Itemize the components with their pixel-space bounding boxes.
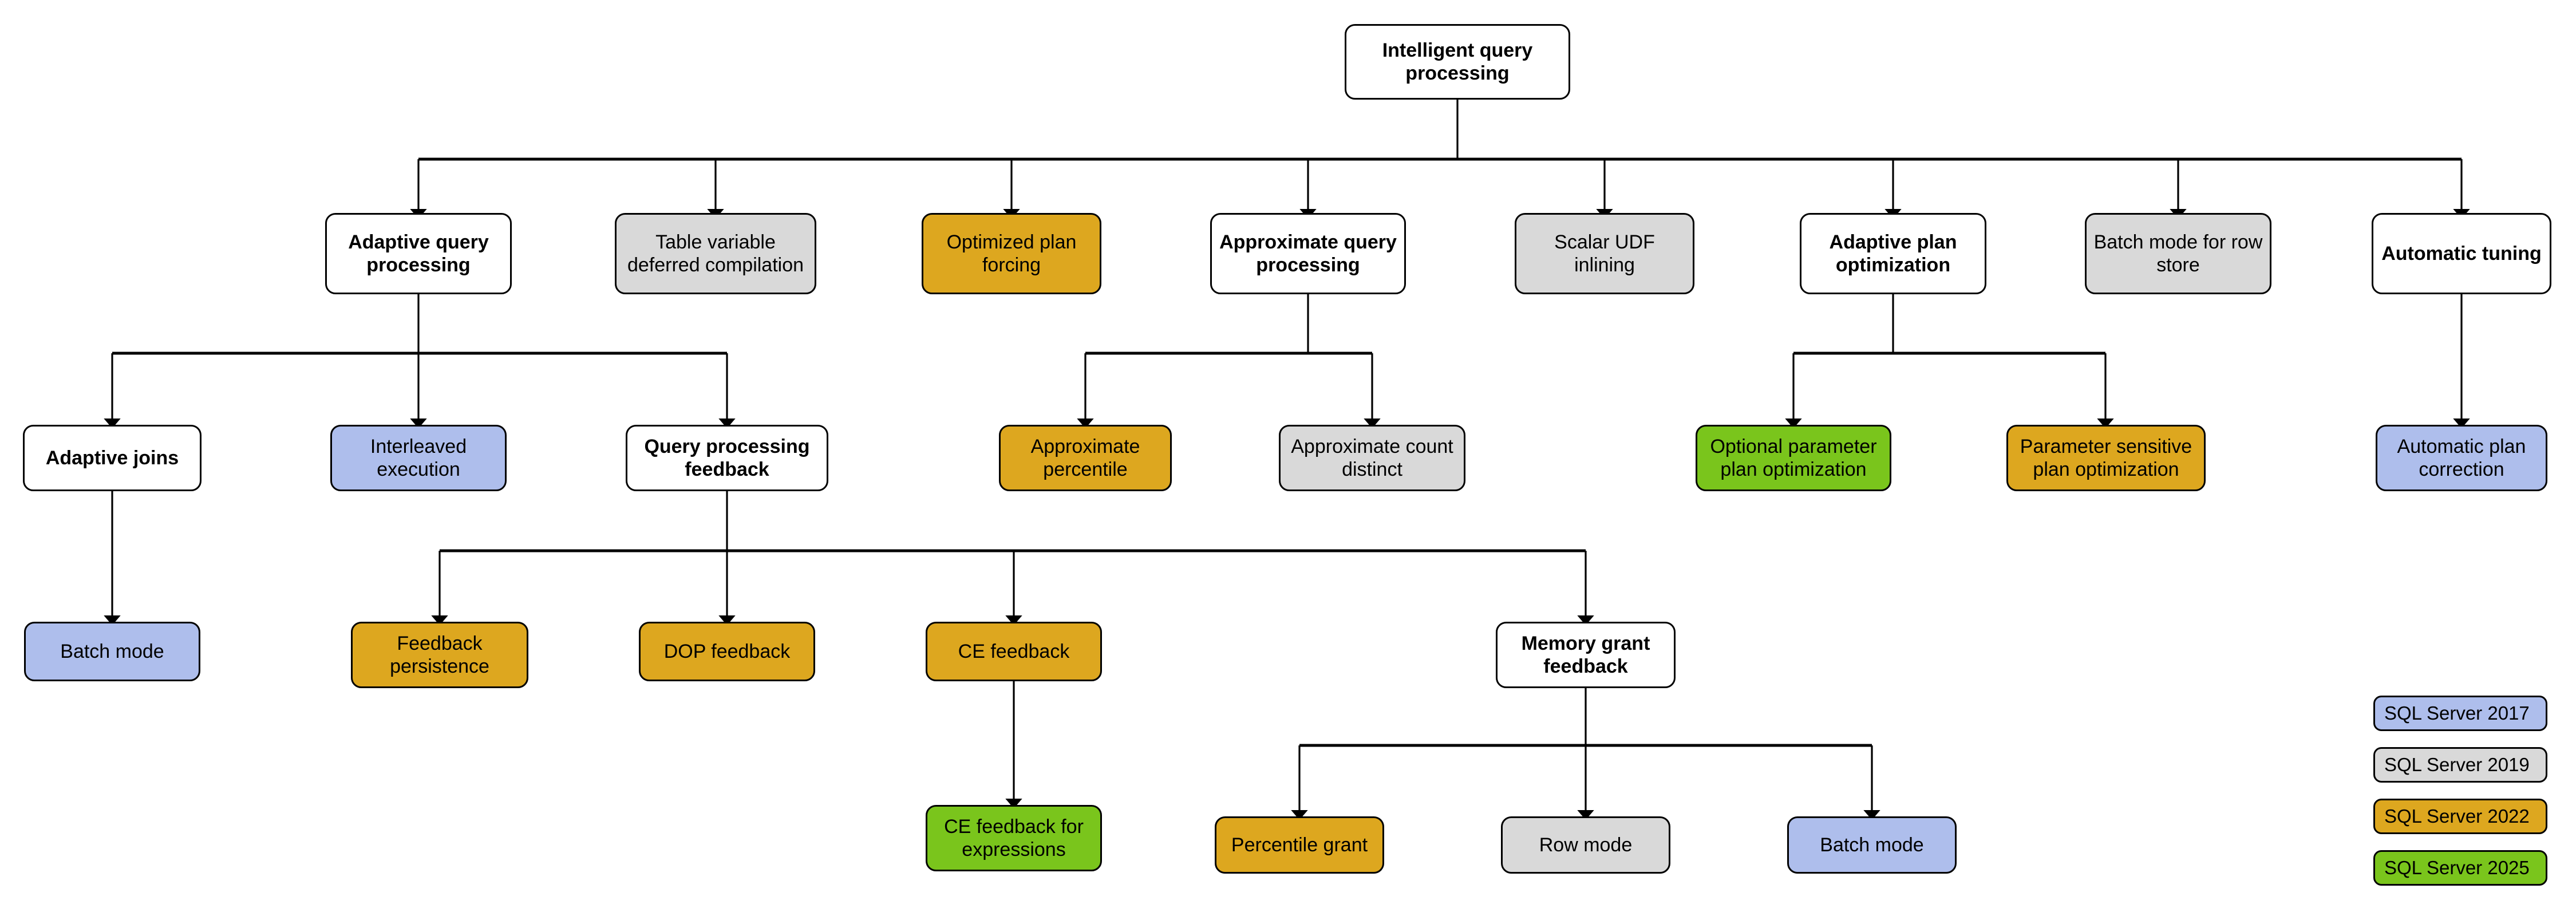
- node-memory-grant-feedback[interactable]: Memory grant feedback: [1496, 622, 1676, 688]
- node-approximate-percentile[interactable]: Approximate percentile: [999, 425, 1172, 491]
- node-automatic-plan-correction[interactable]: Automatic plan correction: [2376, 425, 2547, 491]
- legend-item-sql-server-2025[interactable]: SQL Server 2025: [2373, 850, 2547, 886]
- node-adaptive-plan-optimization[interactable]: Adaptive plan optimization: [1800, 213, 1986, 294]
- node-batch-mode-adaptive-joins[interactable]: Batch mode: [24, 622, 200, 681]
- node-optional-parameter-plan-optimization[interactable]: Optional parameter plan optimization: [1696, 425, 1891, 491]
- legend-item-sql-server-2019[interactable]: SQL Server 2019: [2373, 747, 2547, 783]
- node-batch-mode-memory-grant[interactable]: Batch mode: [1787, 816, 1957, 874]
- node-optimized-plan-forcing[interactable]: Optimized plan forcing: [922, 213, 1101, 294]
- legend-item-sql-server-2017[interactable]: SQL Server 2017: [2373, 696, 2547, 731]
- node-parameter-sensitive-plan-optimization[interactable]: Parameter sensitive plan optimization: [2006, 425, 2206, 491]
- node-percentile-grant[interactable]: Percentile grant: [1215, 816, 1384, 874]
- node-table-variable-deferred-compilation[interactable]: Table variable deferred compilation: [615, 213, 816, 294]
- node-query-processing-feedback[interactable]: Query processing feedback: [626, 425, 828, 491]
- node-dop-feedback[interactable]: DOP feedback: [639, 622, 815, 681]
- node-adaptive-query-processing[interactable]: Adaptive query processing: [325, 213, 512, 294]
- node-adaptive-joins[interactable]: Adaptive joins: [23, 425, 202, 491]
- node-feedback-persistence[interactable]: Feedback persistence: [351, 622, 528, 688]
- node-scalar-udf-inlining[interactable]: Scalar UDF inlining: [1515, 213, 1694, 294]
- node-approximate-query-processing[interactable]: Approximate query processing: [1210, 213, 1406, 294]
- legend-item-sql-server-2022[interactable]: SQL Server 2022: [2373, 799, 2547, 834]
- node-ce-feedback[interactable]: CE feedback: [926, 622, 1102, 681]
- node-intelligent-query-processing[interactable]: Intelligent query processing: [1345, 24, 1570, 100]
- node-batch-mode-for-row-store[interactable]: Batch mode for row store: [2085, 213, 2271, 294]
- node-automatic-tuning[interactable]: Automatic tuning: [2372, 213, 2551, 294]
- node-approximate-count-distinct[interactable]: Approximate count distinct: [1279, 425, 1465, 491]
- node-row-mode[interactable]: Row mode: [1501, 816, 1670, 874]
- node-interleaved-execution[interactable]: Interleaved execution: [330, 425, 507, 491]
- node-ce-feedback-for-expressions[interactable]: CE feedback for expressions: [926, 805, 1102, 871]
